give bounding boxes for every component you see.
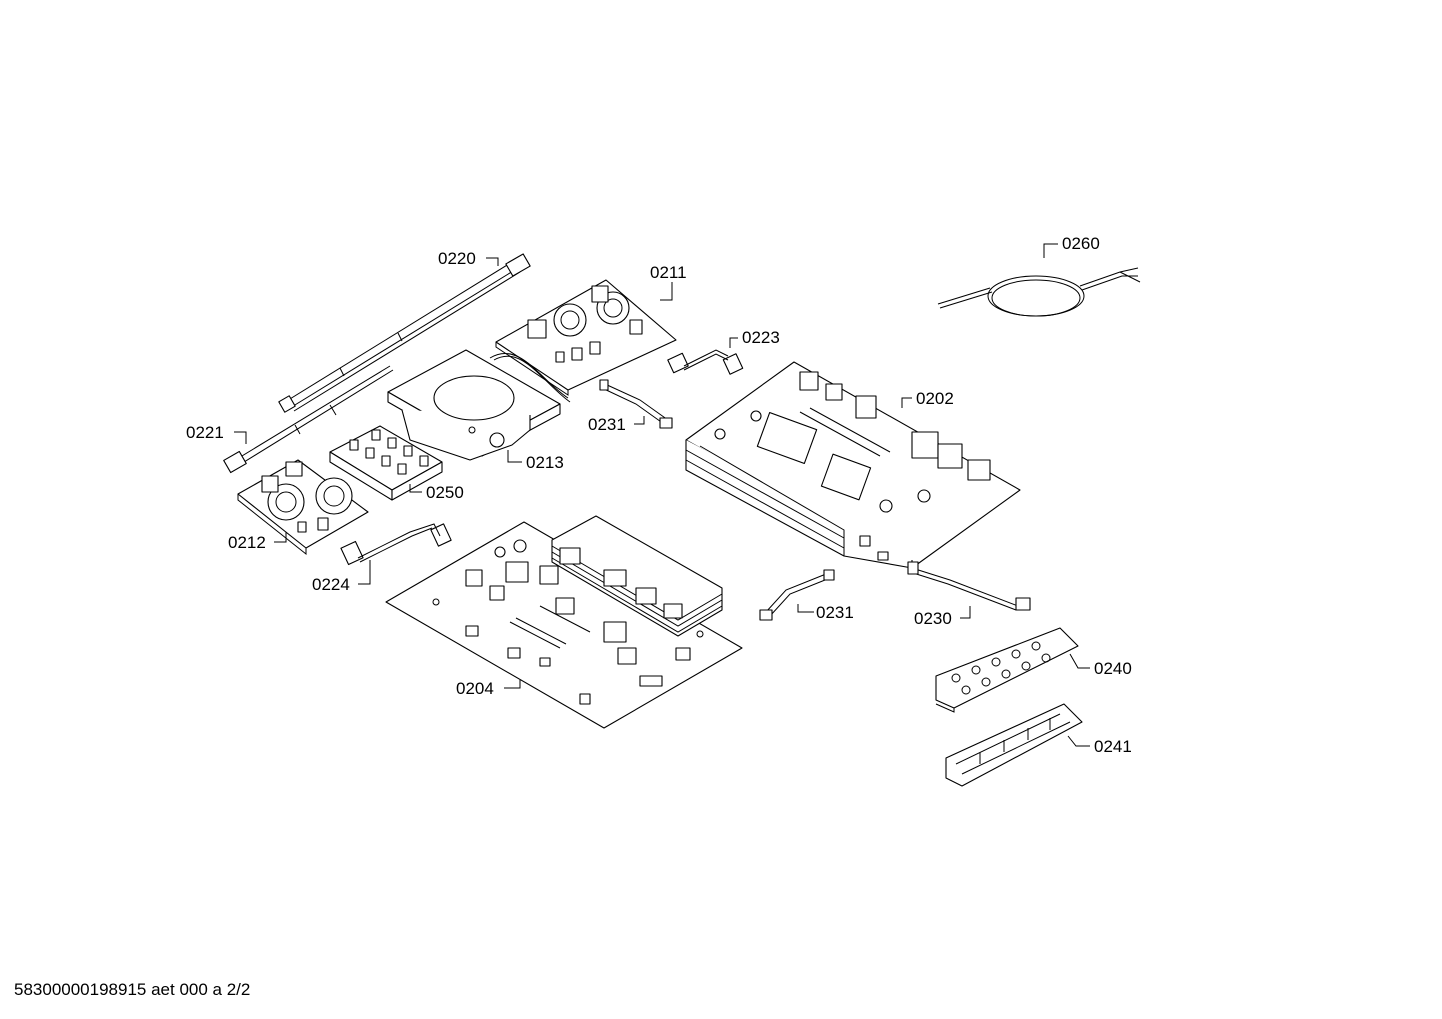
label-0231-lower: 0231 xyxy=(816,603,854,622)
part-0204-control-board xyxy=(385,515,743,729)
document-footer-id: 58300000198915 aet 000 a 2/2 xyxy=(14,980,251,999)
part-0241-display-frame xyxy=(945,703,1083,787)
label-0230: 0230 xyxy=(914,609,952,628)
label-0220: 0220 xyxy=(438,249,476,268)
label-0223: 0223 xyxy=(742,328,780,347)
part-0231-harness-upper xyxy=(599,379,673,429)
label-0211: 0211 xyxy=(650,263,687,282)
part-0250-terminal-block xyxy=(329,425,443,501)
part-0231-harness-lower xyxy=(759,569,835,621)
label-0260: 0260 xyxy=(1062,234,1100,253)
label-0250: 0250 xyxy=(426,483,464,502)
label-0221: 0221 xyxy=(186,423,224,442)
part-0212-filter-board xyxy=(237,459,369,556)
label-0231-upper: 0231 xyxy=(588,415,626,434)
callout-leaders xyxy=(234,243,1090,747)
part-0223-connector-cable xyxy=(667,349,744,375)
label-0202: 0202 xyxy=(916,389,954,408)
label-0213: 0213 xyxy=(526,453,564,472)
part-0221-cable-harness xyxy=(223,365,394,474)
label-0204: 0204 xyxy=(456,679,494,698)
callout-labels: 0220 0211 0223 0260 0202 0231 0221 0213 … xyxy=(186,234,1132,756)
label-0240: 0240 xyxy=(1094,659,1132,678)
part-0260-power-cable xyxy=(937,267,1141,317)
part-0202-power-board xyxy=(685,361,1021,569)
label-0212: 0212 xyxy=(228,533,266,552)
part-0220-cable-harness xyxy=(278,253,531,413)
label-0241: 0241 xyxy=(1094,737,1132,756)
label-0224: 0224 xyxy=(312,575,350,594)
part-0230-harness xyxy=(907,561,1031,611)
part-0211-filter-board xyxy=(495,279,677,396)
part-0240-display-board xyxy=(935,627,1079,713)
part-0224-connector-cable xyxy=(340,523,452,566)
part-0213-induction-coil xyxy=(387,349,571,461)
